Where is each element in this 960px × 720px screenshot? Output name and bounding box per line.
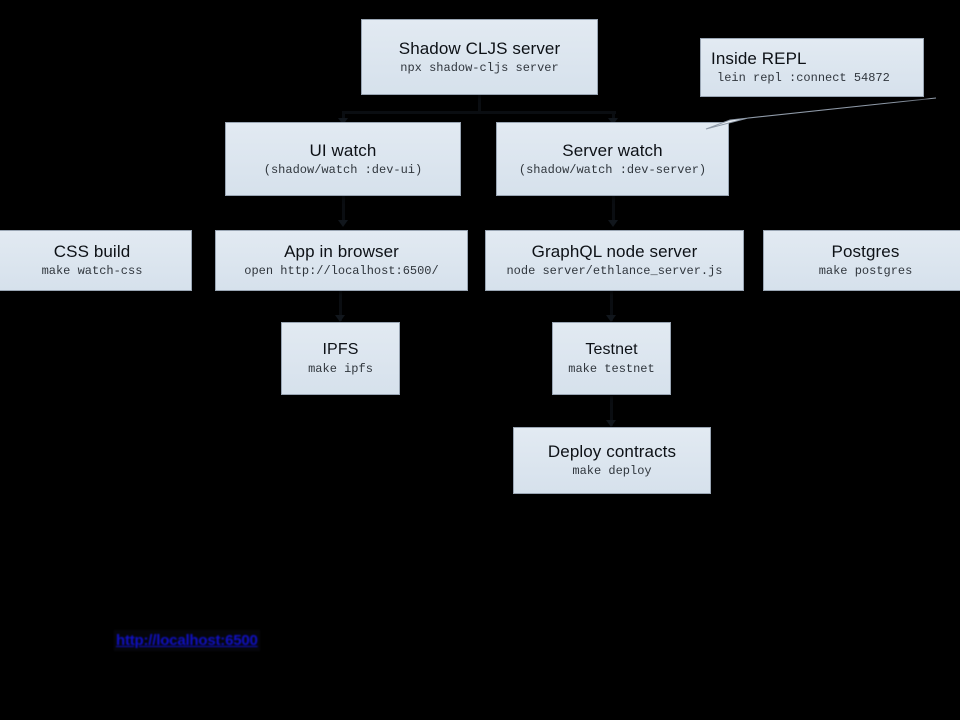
node-ui-watch[interactable]: UI watch (shadow/watch :dev-ui): [225, 122, 461, 196]
node-title: CSS build: [53, 242, 131, 261]
node-deploy-contracts[interactable]: Deploy contracts make deploy: [513, 427, 711, 494]
node-server-watch[interactable]: Server watch (shadow/watch :dev-server): [496, 122, 729, 196]
connector-testnet-to-deploy: [610, 396, 613, 426]
node-title: Shadow CLJS server: [398, 38, 561, 58]
node-postgres[interactable]: Postgres make postgres: [763, 230, 960, 291]
connector-to-server-watch: [612, 111, 615, 122]
node-title: GraphQL node server: [531, 242, 698, 261]
arrowhead-testnet: [606, 315, 616, 322]
connector-app-to-ipfs: [339, 291, 342, 321]
node-command: make watch-css: [41, 264, 143, 278]
connector-server-watch-to-graphql: [612, 196, 615, 224]
arrowhead-server-watch: [608, 118, 618, 125]
connector-horizontal-split: [342, 111, 616, 114]
connector-to-ui-watch: [342, 111, 345, 122]
node-command: open http://localhost:6500/: [244, 264, 439, 278]
node-title: Server watch: [562, 140, 663, 160]
connector-shadow-to-split: [478, 95, 481, 113]
arrowhead-ipfs: [335, 315, 345, 322]
node-inside-repl[interactable]: Inside REPL lein repl :connect 54872: [700, 38, 924, 97]
node-title: App in browser: [284, 242, 399, 261]
node-command: make deploy: [572, 464, 652, 478]
arrowhead-graphql-node-server: [608, 220, 618, 227]
node-command: (shadow/watch :dev-server): [518, 162, 707, 177]
node-css-build[interactable]: CSS build make watch-css: [0, 230, 192, 291]
node-title: UI watch: [309, 140, 377, 160]
node-title: Deploy contracts: [547, 442, 677, 461]
node-graphql-node-server[interactable]: GraphQL node server node server/ethlance…: [485, 230, 744, 291]
inside-repl-callout-tail: [705, 97, 937, 130]
node-title: Inside REPL: [711, 49, 807, 68]
connector-ui-watch-to-app: [342, 196, 345, 224]
node-command: node server/ethlance_server.js: [506, 264, 723, 278]
node-app-in-browser[interactable]: App in browser open http://localhost:650…: [215, 230, 468, 291]
node-title: Postgres: [831, 242, 900, 261]
node-command: npx shadow-cljs server: [400, 60, 559, 75]
node-command: make ipfs: [308, 362, 373, 376]
node-title: Testnet: [585, 341, 638, 358]
arrowhead-deploy-contracts: [606, 420, 616, 427]
node-shadow-cljs-server[interactable]: Shadow CLJS server npx shadow-cljs serve…: [361, 19, 598, 95]
arrowhead-app-in-browser: [338, 220, 348, 227]
node-command: make postgres: [818, 264, 913, 278]
localhost-link[interactable]: http://localhost:6500: [114, 630, 260, 651]
node-command: lein repl :connect 54872: [717, 71, 890, 85]
node-ipfs[interactable]: IPFS make ipfs: [281, 322, 400, 395]
node-testnet[interactable]: Testnet make testnet: [552, 322, 671, 395]
node-title: IPFS: [322, 341, 359, 358]
node-command: (shadow/watch :dev-ui): [263, 162, 423, 177]
arrowhead-ui-watch: [338, 118, 348, 125]
node-command: make testnet: [568, 362, 655, 376]
connector-graphql-to-testnet: [610, 291, 613, 321]
